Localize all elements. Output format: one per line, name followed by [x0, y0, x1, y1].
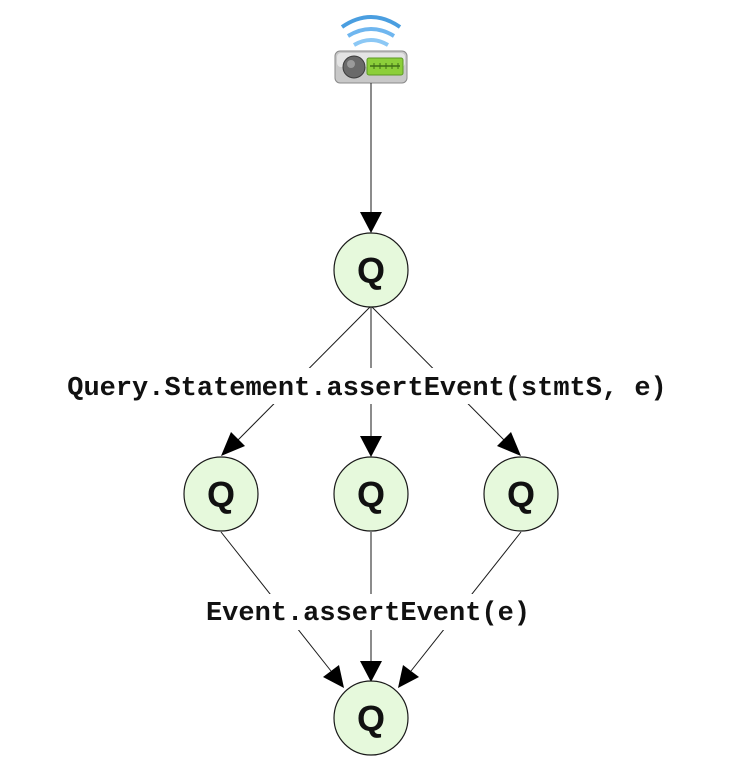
- arrowhead-bottom-left: [323, 665, 344, 688]
- fanout-edge-label: Query.Statement.assertEvent(stmtS, e): [67, 374, 667, 404]
- arrowhead-middle: [360, 436, 382, 457]
- node-right-label: Q: [507, 474, 535, 515]
- node-bottom-label: Q: [357, 698, 385, 739]
- node-middle-label: Q: [357, 474, 385, 515]
- node-left-label: Q: [207, 474, 235, 515]
- node-bottom: Q: [333, 680, 409, 756]
- arrowhead-root: [360, 212, 382, 233]
- node-left: Q: [183, 456, 259, 532]
- merge-edge-label: Event.assertEvent(e): [206, 599, 530, 629]
- node-right: Q: [483, 456, 559, 532]
- arrowhead-bottom-right: [398, 665, 419, 688]
- node-middle: Q: [333, 456, 409, 532]
- merge-label-background: [160, 594, 580, 630]
- fanout-label-background: [0, 368, 742, 404]
- wireless-sensor-icon: [334, 15, 408, 84]
- node-root: Q: [333, 232, 409, 308]
- arrowhead-left: [221, 432, 245, 456]
- arrowhead-right: [497, 432, 521, 456]
- node-root-label: Q: [357, 250, 385, 291]
- arrowhead-bottom-middle: [360, 661, 382, 682]
